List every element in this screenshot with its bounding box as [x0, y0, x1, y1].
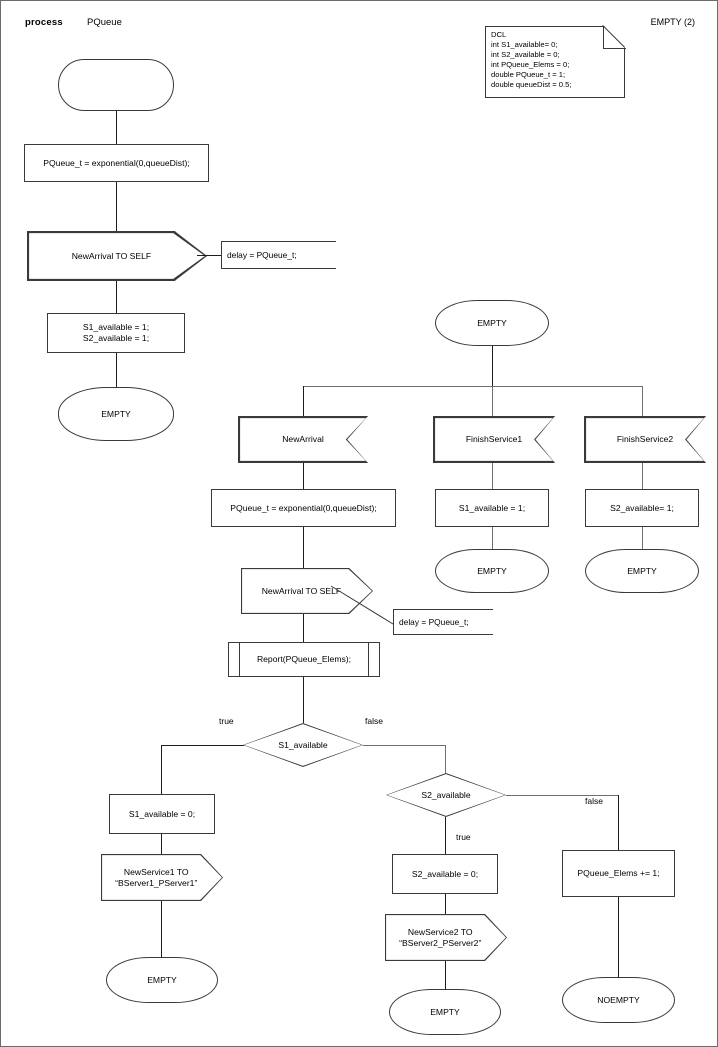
comment-na-delay-pqueue-t: delay = PQueue_t;: [393, 609, 493, 635]
decision-s1-available[interactable]: S1_available: [243, 723, 363, 767]
decision-s2-available[interactable]: S2_available: [386, 773, 506, 817]
output-newservice2[interactable]: NewService2 TO “BServer2_PServer2”: [385, 914, 507, 961]
fork-bar-state-inputs: [303, 386, 643, 388]
input-finishservice1-label: FinishService1: [465, 434, 523, 445]
input-newarrival[interactable]: NewArrival: [238, 416, 368, 463]
state-empty-after-fs2[interactable]: EMPTY: [585, 549, 699, 593]
connector-fs1-input-to-task: [492, 463, 494, 489]
connector-s2-false-horizontal: [506, 795, 618, 797]
task-set-s1-available-line: S1_available = 1;: [82, 322, 150, 333]
comment-delay-pqueue-t: delay = PQueue_t;: [221, 241, 336, 269]
connector-na-output-to-comment: [330, 585, 394, 625]
dcl-declaration-note: DCL int S1_available= 0; int S2_availabl…: [485, 26, 625, 98]
output-newservice2-line1: NewService2 TO: [407, 926, 473, 937]
task-increment-pqueue-elems[interactable]: PQueue_Elems += 1;: [562, 850, 675, 897]
process-keyword: process: [25, 17, 63, 28]
output-newservice1-line1: NewService1 TO: [123, 866, 189, 877]
output-newarrival-to-self[interactable]: NewArrival TO SELF: [27, 231, 207, 281]
connector-output-to-task2: [116, 281, 117, 313]
page-label: EMPTY (2): [650, 17, 695, 27]
connector-fs1-task-to-state: [492, 527, 494, 549]
state-noempty[interactable]: NOEMPTY: [562, 977, 675, 1023]
task-set-s2-available-line: S2_available = 1;: [82, 333, 150, 343]
connector-s2-false-vertical: [618, 795, 619, 850]
input-newarrival-label: NewArrival: [282, 434, 324, 445]
state-empty-main[interactable]: EMPTY: [435, 300, 549, 346]
connector-fs2-input-to-task: [642, 463, 644, 489]
connector-task-elems-to-state: [618, 897, 619, 977]
decision-s2-available-label: S2_available: [421, 789, 471, 800]
task-clear-s1-available[interactable]: S1_available = 0;: [109, 794, 215, 834]
task-clear-s2-available[interactable]: S2_available = 0;: [392, 854, 498, 894]
task-fs2-set-s2-available[interactable]: S2_available= 1;: [585, 489, 699, 527]
output-na-newarrival-to-self[interactable]: NewArrival TO SELF: [241, 568, 373, 614]
connector-s1-true-horizontal: [161, 745, 244, 746]
connector-fork-to-finishservice2: [642, 386, 644, 416]
connector-na-task-to-output: [303, 527, 304, 568]
state-empty-after-fs1[interactable]: EMPTY: [435, 549, 549, 593]
state-empty-initial[interactable]: EMPTY: [58, 387, 174, 441]
note-fold-corner: [603, 26, 626, 49]
start-symbol[interactable]: [58, 59, 174, 111]
state-empty-after-newservice2[interactable]: EMPTY: [389, 989, 501, 1035]
output-newarrival-to-self-label: NewArrival TO SELF: [71, 250, 152, 261]
decision-s1-available-label: S1_available: [278, 739, 328, 750]
procedure-call-report[interactable]: Report(PQueue_Elems);: [228, 642, 380, 677]
connector-output-to-comment: [197, 255, 221, 256]
input-finishservice2[interactable]: FinishService2: [584, 416, 706, 463]
connector-na-output-to-procedure: [303, 614, 304, 642]
connector-s1-true-vertical: [161, 745, 162, 794]
output-newservice2-line2: “BServer2_PServer2”: [399, 937, 482, 948]
connector-procedure-to-decision: [303, 677, 304, 723]
input-finishservice2-label: FinishService2: [616, 434, 674, 445]
connector-fork-to-newarrival: [303, 386, 304, 416]
connector-task2-to-state: [116, 353, 117, 387]
task-set-both-available[interactable]: S1_available = 1; S2_available = 1;: [47, 313, 185, 353]
output-newservice2-label: NewService2 TO “BServer2_PServer2”: [399, 927, 481, 948]
connector-task-s2-to-output: [445, 894, 446, 914]
task-fs1-set-s1-available[interactable]: S1_available = 1;: [435, 489, 549, 527]
process-name: PQueue: [87, 17, 122, 28]
decision-s1-false-label: false: [365, 716, 383, 726]
connector-fork-to-finishservice1: [492, 386, 494, 416]
connector-task-to-output: [116, 182, 117, 231]
output-newservice1[interactable]: NewService1 TO “BServer1_PServer1”: [101, 854, 223, 901]
output-na-newarrival-to-self-label: NewArrival TO SELF: [261, 585, 342, 596]
input-finishservice1[interactable]: FinishService1: [433, 416, 555, 463]
connector-s2-true-vertical: [445, 817, 446, 854]
output-newservice1-line2: “BServer1_PServer1”: [115, 877, 198, 888]
connector-fs2-task-to-state: [642, 527, 644, 549]
connector-newarrival-input-to-task: [303, 463, 304, 489]
connector-state-to-fork: [492, 346, 493, 387]
connector-s1-false-horizontal: [363, 745, 446, 747]
connector-s1-false-vertical: [445, 745, 447, 773]
task-init-pqueue-timer[interactable]: PQueue_t = exponential(0,queueDist);: [24, 144, 209, 182]
connector-output-ns2-to-state: [445, 961, 446, 989]
connector-output-ns1-to-state: [161, 901, 162, 957]
connector-start-to-task: [116, 111, 117, 144]
decision-s2-true-label: true: [456, 832, 471, 842]
state-empty-after-newservice1[interactable]: EMPTY: [106, 957, 218, 1003]
decision-s1-true-label: true: [219, 716, 234, 726]
output-newservice1-label: NewService1 TO “BServer1_PServer1”: [115, 867, 197, 888]
connector-task-s1-to-output: [161, 834, 162, 854]
decision-s2-false-label: false: [585, 796, 603, 806]
task-na-pqueue-timer[interactable]: PQueue_t = exponential(0,queueDist);: [211, 489, 396, 527]
